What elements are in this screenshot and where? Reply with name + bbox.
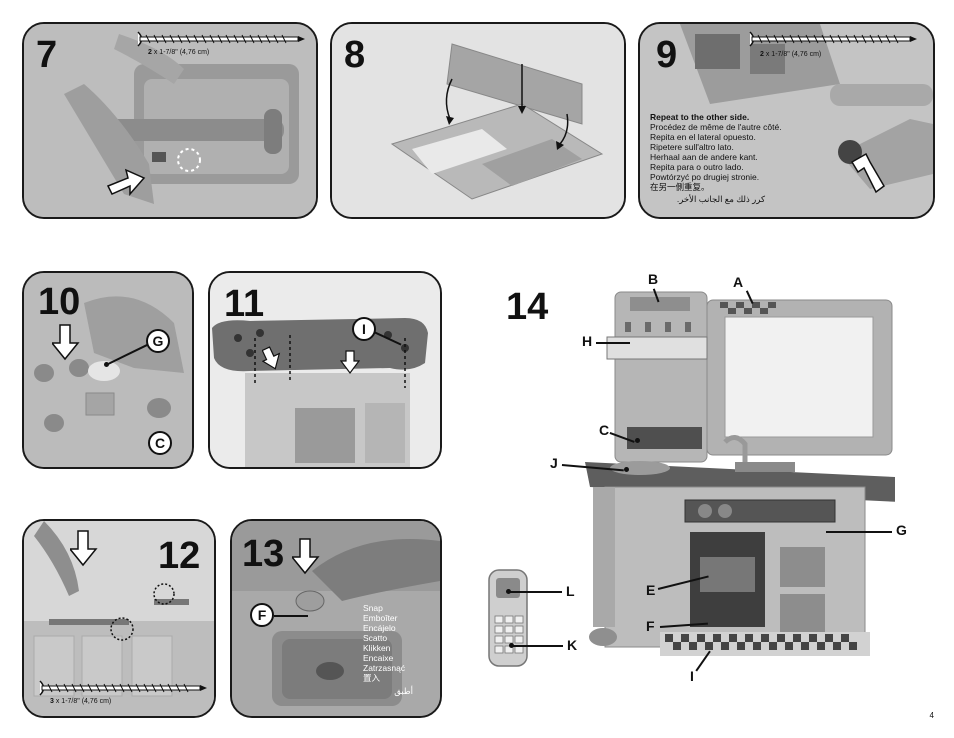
snap-fr: Emboîter <box>363 613 398 623</box>
label-f: F <box>646 618 655 634</box>
screw-caption-7: 2 x 1-7/8" (4,76 cm) <box>148 49 210 56</box>
leader-line-l <box>508 591 562 593</box>
snap-pl: Zatrzasnąć <box>363 663 406 673</box>
callout-c: C <box>148 431 172 455</box>
repeat-pt: Repita para o outro lado. <box>650 162 744 172</box>
leader-dot <box>509 643 514 648</box>
snap-ar: أطبق <box>394 686 413 696</box>
arrow-icon <box>262 346 281 370</box>
leader-line-k <box>511 645 563 647</box>
repeat-es: Repita en el lateral opuesto. <box>650 132 756 142</box>
step-14-number: 14 <box>506 286 549 328</box>
repeat-en: Repeat to the other side. <box>650 112 750 122</box>
snap-instructions: Snap Emboîter Encájelo Scatto Klikken En… <box>363 603 413 696</box>
step-13-number: 13 <box>242 533 285 575</box>
repeat-zh: 在另一側重复。 <box>650 182 710 192</box>
snap-en: Snap <box>363 603 383 613</box>
leader-dot <box>104 362 109 367</box>
leader-dot <box>624 467 629 472</box>
step-12-number: 12 <box>158 535 201 577</box>
leader-line-g <box>826 531 892 533</box>
screw-icon <box>749 31 917 47</box>
snap-nl: Klikken <box>363 643 391 653</box>
page-number: 4 <box>929 711 934 720</box>
repeat-instructions: Repeat to the other side. Procédez de mê… <box>650 112 782 204</box>
step-10-number: 10 <box>38 281 81 323</box>
repeat-fr: Procédez de même de l'autre côté. <box>650 122 782 132</box>
arrow-icon <box>70 530 98 567</box>
label-a: A <box>733 274 744 290</box>
arrow-icon <box>340 350 360 374</box>
label-e: E <box>646 582 656 598</box>
repeat-ar: كرر ذلك مع الجانب الأخر. <box>676 194 765 204</box>
callout-f: F <box>250 603 274 627</box>
arrow-icon <box>106 168 146 196</box>
leader-line <box>274 615 308 617</box>
step-9-panel: 9 Repeat to the other side. Procédez de … <box>638 22 935 219</box>
step-7-number: 7 <box>36 34 58 76</box>
arrow-icon <box>52 324 80 361</box>
step-8-number: 8 <box>344 34 366 76</box>
label-l: L <box>566 583 575 599</box>
snap-zh: 置入 <box>363 673 381 683</box>
step-11-panel: 11 I <box>208 271 442 469</box>
label-b: B <box>648 271 659 287</box>
leader-line-h <box>596 342 630 344</box>
leader-dot <box>635 438 640 443</box>
label-c: C <box>599 422 610 438</box>
step-7-panel: 7 <box>22 22 318 219</box>
step-7-photo <box>24 24 316 217</box>
repeat-pl: Powtórzyć po drugiej stronie. <box>650 172 760 182</box>
repeat-nl: Herhaal aan de andere kant. <box>650 152 758 162</box>
screw-caption-12: 3 x 1-7/8" (4,76 cm) <box>50 698 112 705</box>
callout-g: G <box>146 329 170 353</box>
screw-caption-9: 2 x 1-7/8" (4,76 cm) <box>760 51 822 58</box>
repeat-it: Ripetere sull'altro lato. <box>650 142 734 152</box>
snap-pt: Encaixe <box>363 653 394 663</box>
label-j: J <box>550 455 558 471</box>
screw-icon <box>137 31 305 47</box>
step-10-panel: 10 G C <box>22 271 194 469</box>
step-8-photo <box>332 24 624 217</box>
screw-icon <box>39 680 207 696</box>
leader-dot <box>506 589 511 594</box>
arrow-icon <box>850 152 885 194</box>
label-k: K <box>567 637 578 653</box>
label-i: I <box>690 668 694 684</box>
callout-i: I <box>352 317 376 341</box>
step-13-panel: 13 F Snap Emboîter Encájelo Scatto Klikk… <box>230 519 442 718</box>
label-h: H <box>582 333 593 349</box>
snap-es: Encájelo <box>363 623 396 633</box>
step-9-number: 9 <box>656 34 678 76</box>
toy-phone-illustration <box>488 569 528 667</box>
label-g: G <box>896 522 907 538</box>
step-8-panel: 8 <box>330 22 626 219</box>
snap-it: Scatto <box>363 633 388 643</box>
kitchen-illustration <box>585 291 895 656</box>
arrow-icon <box>292 538 320 575</box>
step-11-number: 11 <box>224 283 265 325</box>
